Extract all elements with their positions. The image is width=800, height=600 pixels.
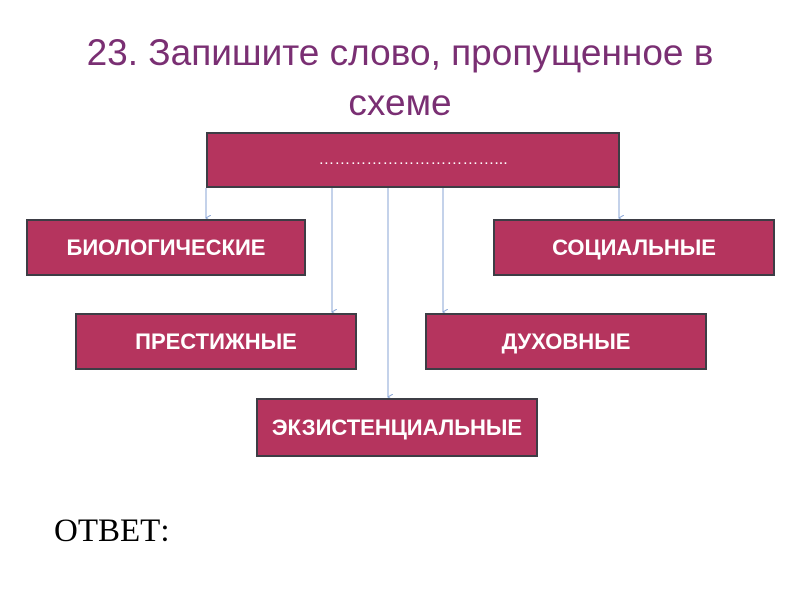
slide-title: 23. Запишите слово, пропущенное в схеме [86, 32, 714, 123]
box-prestige: ПРЕСТИЖНЫЕ [75, 313, 357, 370]
box-existential: ЭКЗИСТЕНЦИАЛЬНЫЕ [256, 398, 538, 457]
box-prestige-label: ПРЕСТИЖНЫЕ [135, 328, 297, 354]
root-blank-box: ……………………………... [206, 132, 620, 188]
box-social-label: СОЦИАЛЬНЫЕ [552, 234, 716, 260]
box-spiritual-label: ДУХОВНЫЕ [501, 328, 631, 354]
box-social: СОЦИАЛЬНЫЕ [493, 219, 775, 276]
answer-label: ОТВЕТ: [54, 513, 170, 549]
box-biological: БИОЛОГИЧЕСКИЕ [26, 219, 306, 276]
root-blank-text: ……………………………... [318, 151, 508, 168]
box-biological-label: БИОЛОГИЧЕСКИЕ [66, 234, 266, 260]
box-spiritual: ДУХОВНЫЕ [425, 313, 707, 370]
box-existential-label: ЭКЗИСТЕНЦИАЛЬНЫЕ [271, 414, 523, 440]
